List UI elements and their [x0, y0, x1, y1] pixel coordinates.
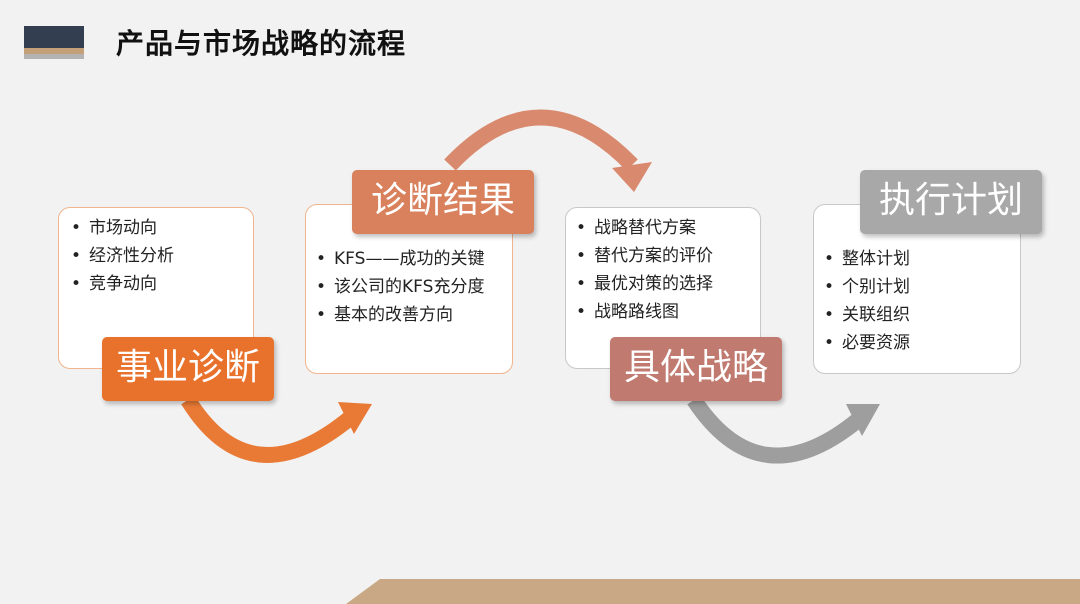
list-item: KFS——成功的关键 — [316, 245, 512, 273]
logo-mark — [24, 26, 84, 59]
list-item: 个别计划 — [824, 273, 1020, 301]
list-item: 战略替代方案 — [576, 214, 760, 242]
arrow-bottom-right — [687, 395, 864, 464]
list-item: 战略路线图 — [576, 298, 760, 326]
list-item: 最优对策的选择 — [576, 270, 760, 298]
list-item: 必要资源 — [824, 329, 1020, 357]
list-item: 竞争动向 — [71, 270, 253, 298]
arrow-bottom-left-head — [338, 402, 372, 434]
list-item: 经济性分析 — [71, 242, 253, 270]
page-title: 产品与市场战略的流程 — [116, 27, 407, 60]
arrow-top — [444, 109, 638, 171]
arrow-top-head — [612, 162, 652, 192]
list-item: 市场动向 — [71, 214, 253, 242]
arrow-bottom-left — [181, 395, 356, 463]
stage-label-1: 事业诊断 — [102, 337, 274, 401]
list-item: 替代方案的评价 — [576, 242, 760, 270]
list-item: 整体计划 — [824, 245, 1020, 273]
list-item: 基本的改善方向 — [316, 301, 512, 329]
list-item: 该公司的KFS充分度 — [316, 273, 512, 301]
stage-label-3: 具体战略 — [610, 337, 782, 401]
stage-label-4: 执行计划 — [860, 170, 1042, 234]
arrow-bottom-right-head — [846, 404, 880, 436]
stage-label-2: 诊断结果 — [352, 170, 534, 234]
list-item: 关联组织 — [824, 301, 1020, 329]
